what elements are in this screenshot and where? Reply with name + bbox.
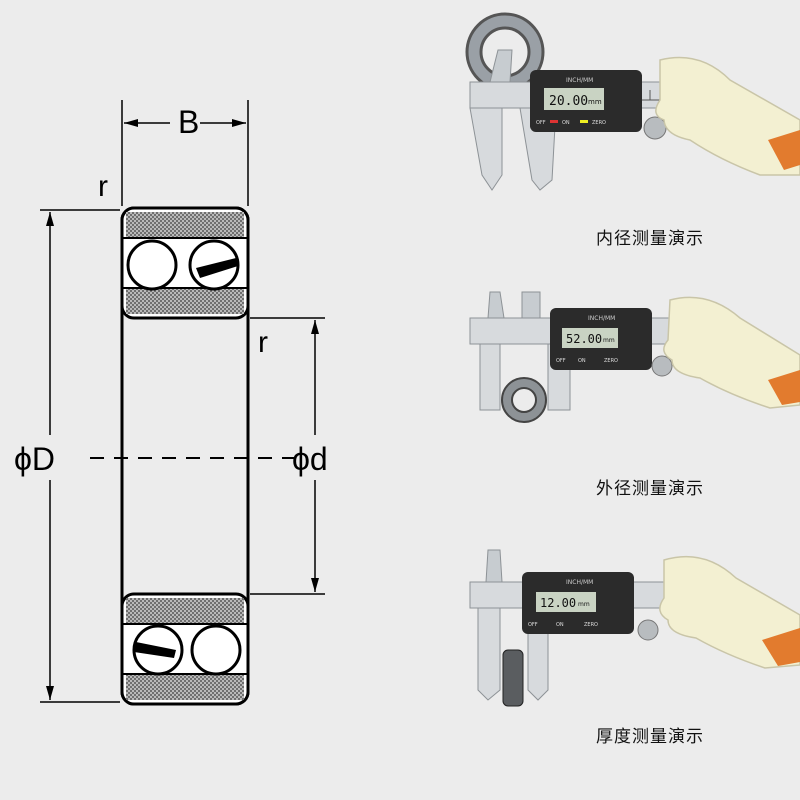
gloved-hand-icon — [659, 555, 800, 669]
label-radius-inner: r — [258, 326, 268, 359]
gloved-hand-icon — [655, 56, 800, 176]
lcd-reading: 12.00 — [540, 596, 576, 610]
lcd-screen — [544, 88, 604, 110]
brand-label: INCH/MM — [588, 315, 615, 322]
dimension-outer-diameter — [40, 209, 120, 703]
top-ring-section — [120, 206, 250, 320]
brand-label: INCH/MM — [566, 77, 593, 84]
caption-outer-diameter: 外径测量演示 — [596, 479, 704, 499]
caption-thickness: 厚度测量演示 — [596, 727, 704, 747]
thumb-wheel-icon — [651, 355, 673, 377]
lcd-screen — [536, 592, 596, 612]
caliper-panel-thickness: 12.00 mm INCH/MM OFF ON ZERO — [469, 549, 800, 707]
lcd-screen — [562, 328, 618, 348]
off-button-label: OFF — [528, 622, 538, 628]
bottom-ball-left — [132, 624, 184, 676]
zero-button-label: ZERO — [592, 120, 606, 126]
on-button-label: ON — [556, 622, 564, 628]
on-button-label: ON — [562, 120, 570, 126]
dimension-inner-diameter — [250, 317, 325, 595]
off-button-label: OFF — [536, 120, 546, 126]
gloved-hand-icon — [663, 296, 800, 409]
caption-inner-diameter: 内径测量演示 — [596, 229, 704, 249]
bottom-ball-right — [190, 624, 242, 676]
lcd-unit: mm — [603, 337, 615, 344]
bearing-edge-icon — [502, 649, 524, 707]
bottom-ring-section — [120, 592, 250, 706]
label-radius-top: r — [98, 170, 108, 203]
zero-button-label: ZERO — [584, 622, 598, 628]
bearing-ring-icon — [501, 377, 547, 423]
lcd-reading: 20.00 — [549, 94, 588, 109]
lcd-reading: 52.00 — [566, 332, 602, 346]
thumb-wheel-icon — [637, 619, 659, 641]
lcd-unit: mm — [588, 98, 602, 106]
on-button-label: ON — [578, 358, 586, 364]
caliper-panel-inner-diameter: 20.00 mm INCH/MM OFF ON ZERO — [465, 12, 800, 191]
label-inner-diameter: ϕd — [292, 441, 328, 477]
dimension-width — [121, 100, 249, 206]
label-width: B — [178, 104, 199, 140]
caliper-panel-outer-diameter: 52.00 mm INCH/MM OFF ON ZERO — [469, 291, 800, 423]
label-outer-diameter: ϕD — [14, 441, 55, 477]
zero-button-label: ZERO — [604, 358, 618, 364]
off-button-label: OFF — [556, 358, 566, 364]
top-ball-left — [126, 239, 178, 291]
lcd-unit: mm — [578, 601, 590, 608]
brand-label: INCH/MM — [566, 579, 593, 586]
top-ball-right — [188, 239, 240, 291]
